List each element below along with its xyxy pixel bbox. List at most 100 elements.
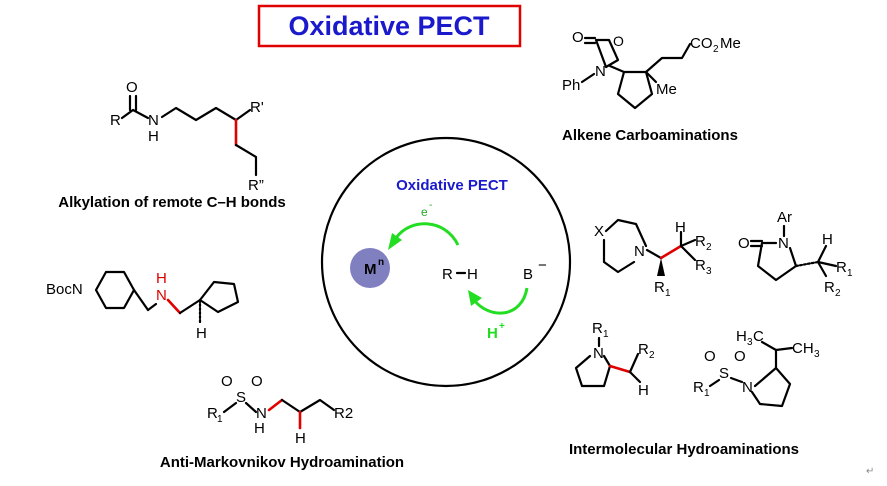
- spiro-me: Me: [656, 81, 677, 98]
- pyrr-r2-bond: [628, 352, 640, 374]
- amide-h: H: [148, 128, 159, 145]
- ring-bond-bottom: [602, 238, 636, 274]
- ring-bond-top: [604, 218, 648, 248]
- base-charge: −: [538, 257, 547, 274]
- isopropyl-bonds: [760, 340, 794, 352]
- pyrrolidinone-ar: Ar: [777, 209, 792, 226]
- proton-arrowhead: [468, 290, 482, 306]
- alkylation-amide-structure: O R N H R' R”: [110, 79, 264, 194]
- pyr-r1-bond: [816, 260, 838, 268]
- sp-h3c-sub: 3: [747, 337, 753, 348]
- sp-n: N: [742, 379, 753, 396]
- caption-intermolecular: Intermolecular Hydroaminations: [569, 441, 799, 458]
- ester-chain: [644, 42, 692, 74]
- morph-r3: R: [695, 257, 706, 274]
- pyrr-h-bond: [628, 370, 642, 384]
- r-s-bond: [222, 401, 238, 414]
- pyrrolidine-r1-sub: 1: [603, 329, 609, 340]
- sulf-o1: O: [221, 373, 233, 390]
- title-border: [257, 4, 522, 48]
- sulf-nh: H: [254, 420, 265, 437]
- sulf-n: N: [256, 405, 267, 422]
- corner-mark: ↵: [866, 466, 874, 477]
- pyrrolidine-h: H: [638, 382, 649, 399]
- sulfonamide-structure: O O S R 1 N H H R2: [207, 373, 353, 447]
- pyrrolidinone-r2: R: [824, 279, 835, 296]
- electron-arrowhead: [388, 233, 402, 250]
- sp-ch3: CH: [792, 340, 814, 357]
- amide-r: R: [110, 112, 121, 129]
- r3-bond: [679, 244, 697, 262]
- morph-red-bond: [659, 244, 683, 260]
- sulf-r-sub: 1: [217, 414, 223, 425]
- amine-n: N: [156, 287, 167, 304]
- caption-anti-markovnikov: Anti-Markovnikov Hydroamination: [160, 454, 404, 471]
- electron-label: e: [421, 205, 428, 219]
- amide-chain: [160, 106, 238, 122]
- morph-r3-sub: 3: [706, 266, 712, 277]
- n-ph-bond: [580, 72, 596, 84]
- spiro-link: [608, 64, 626, 74]
- metal-catalyst: [350, 248, 390, 288]
- center-title: Oxidative PECT: [396, 177, 508, 194]
- pyrrolidine-n: N: [593, 345, 604, 362]
- nh-ch2-bond: [166, 298, 182, 315]
- amide-n: N: [148, 112, 159, 129]
- s-n-bond: [244, 401, 258, 414]
- caption-carboamination: Alkene Carboaminations: [562, 127, 738, 144]
- pyr-r2-bond: [816, 260, 828, 278]
- pyrrolidine-red-bond: [608, 364, 632, 374]
- pyrrolidine-ring: [574, 354, 612, 388]
- sp-o1: O: [704, 348, 716, 365]
- proton-label: H: [487, 325, 498, 342]
- pyrrolidinone-structure: Ar N O H R 1 R 2: [738, 209, 853, 299]
- piperidine-amine-structure: BocN N H H: [46, 270, 240, 342]
- amide-r2: R”: [248, 177, 264, 194]
- morpholine-structure: X N H R 2 R 3 R 1: [594, 218, 712, 299]
- morph-r1-sub: 1: [665, 288, 671, 299]
- sp-r: R: [693, 379, 704, 396]
- pyr-h-bond: [816, 244, 828, 264]
- amine-h: H: [156, 270, 167, 287]
- sp-r-s-bond: [708, 378, 721, 388]
- boc-n: BocN: [46, 281, 83, 298]
- electron-transfer-arrow: [394, 222, 460, 246]
- sp-r-sub: 1: [704, 388, 710, 399]
- spiro-ester-sub: 2: [713, 44, 719, 55]
- pyrrolidine-structure: R 1 N R 2 H: [574, 320, 655, 399]
- sulf-ch: H: [295, 430, 306, 447]
- n-c-bond: [645, 248, 663, 260]
- proton-transfer-arrow: [472, 287, 529, 315]
- base-label: B: [523, 266, 533, 283]
- amide-tail: [234, 143, 258, 177]
- sp-pyrrolidine-ring: [750, 366, 792, 408]
- cyclopentyl-ring: [198, 280, 240, 314]
- pyrrolidinone-h: H: [822, 231, 833, 248]
- sulf-r: R: [207, 405, 218, 422]
- pyrrolidine-r2-sub: 2: [649, 350, 655, 361]
- spiro-ester-me: Me: [720, 35, 741, 52]
- pyrrolidinone-o: O: [738, 235, 750, 252]
- ring-h: H: [196, 325, 207, 342]
- sulfonyl-pyrrolidine-structure: H 3 C CH 3 O O S R 1 N: [693, 328, 820, 408]
- sulf-s: S: [236, 389, 246, 406]
- hashed-side-bond: [794, 260, 820, 268]
- pyrrolidinone-r2-sub: 2: [835, 288, 841, 299]
- pyrrolidinone-n: N: [778, 235, 789, 252]
- rc-bond: [120, 108, 135, 120]
- metal-oxidation-state: n: [378, 257, 384, 268]
- morph-r2: R: [695, 233, 706, 250]
- spiro-o2: O: [613, 33, 624, 49]
- substrate-h: H: [467, 266, 478, 283]
- proton-charge: +: [499, 321, 505, 332]
- pyrrolidinone-r1-sub: 1: [847, 268, 853, 279]
- electron-charge: -: [429, 200, 432, 211]
- wedge-r1: [657, 258, 665, 276]
- pyrrolidine-r2: R: [638, 341, 649, 358]
- substrate-r: R: [442, 266, 453, 283]
- pip-ch2-bond: [132, 288, 150, 312]
- sp-h3c: H: [736, 328, 747, 345]
- center-circle: [320, 136, 572, 388]
- title-box: Oxidative PECT: [257, 4, 522, 48]
